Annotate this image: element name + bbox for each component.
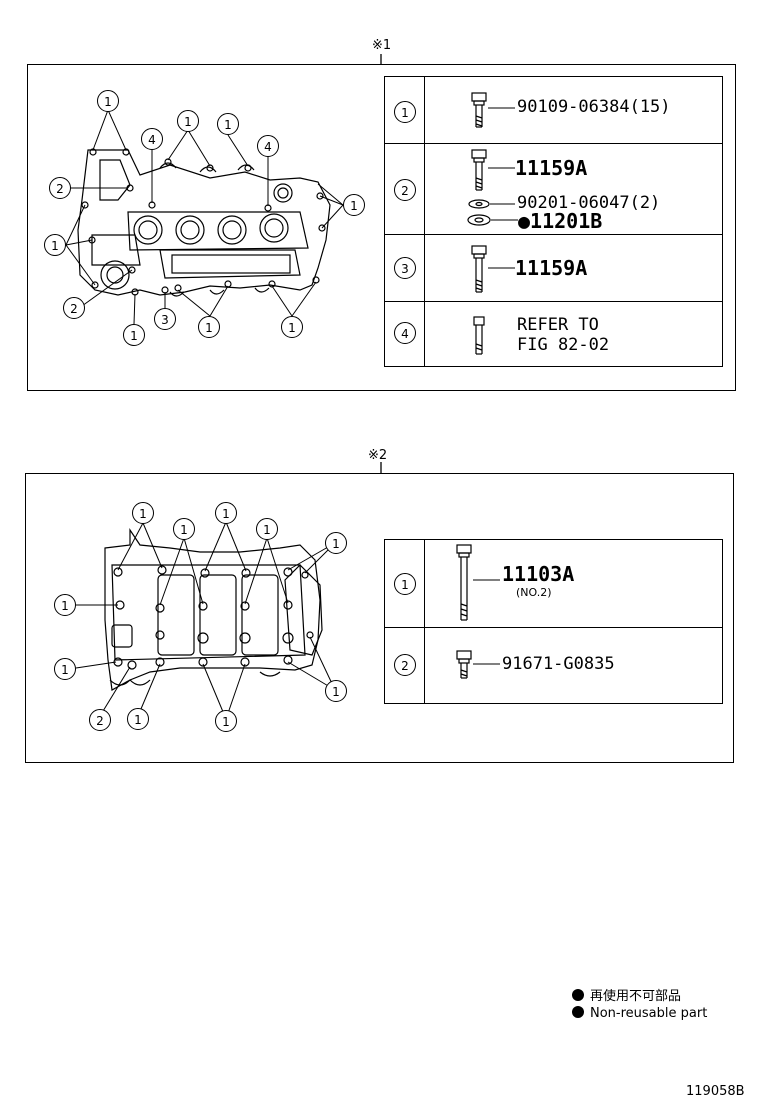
callout-2: 2: [89, 709, 111, 731]
callout-4: 4: [257, 135, 279, 157]
callout-1: 1: [325, 680, 347, 702]
callout-1: 1: [215, 710, 237, 732]
legend-en: Non-reusable part: [572, 1006, 707, 1021]
section1-mark: ※1: [372, 38, 392, 53]
non-reusable-dot-icon: [572, 1006, 584, 1018]
part-number: 11159A: [515, 256, 588, 280]
row-number-2: 2: [394, 654, 416, 676]
row-number-3: 3: [394, 257, 416, 279]
part-number-non-reusable: ●11201B: [518, 209, 603, 233]
callout-1: 1: [97, 90, 119, 112]
section1-panel: [27, 64, 736, 391]
callout-1: 1: [132, 502, 154, 524]
row-number-1: 1: [394, 573, 416, 595]
callout-4: 4: [141, 128, 163, 150]
callout-1: 1: [217, 113, 239, 135]
callout-1: 1: [177, 110, 199, 132]
callout-1: 1: [173, 518, 195, 540]
part-number: 11159A: [515, 156, 588, 180]
section2-mark: ※2: [368, 448, 388, 463]
non-reusable-dot-icon: [572, 989, 584, 1001]
callout-3: 3: [154, 308, 176, 330]
part-sub-label: (NO.2): [516, 586, 552, 599]
row-number-2: 2: [394, 179, 416, 201]
section1-parts-table: [384, 76, 723, 367]
section2-panel: [25, 473, 734, 763]
callout-1: 1: [54, 594, 76, 616]
part-number: 90109-06384(15): [517, 97, 671, 117]
callout-1: 1: [127, 708, 149, 730]
callout-1: 1: [123, 324, 145, 346]
callout-1: 1: [325, 532, 347, 554]
row-number-1: 1: [394, 101, 416, 123]
refer-text: REFER TO: [517, 315, 599, 335]
callout-2: 2: [63, 297, 85, 319]
part-number: 11103A: [502, 562, 575, 586]
callout-1: 1: [281, 316, 303, 338]
part-number: 90201-06047(2): [517, 193, 661, 213]
callout-1: 1: [44, 234, 66, 256]
refer-text: FIG 82-02: [517, 335, 610, 355]
part-number: 91671-G0835: [502, 654, 615, 674]
callout-1: 1: [198, 316, 220, 338]
callout-1: 1: [343, 194, 365, 216]
callout-1: 1: [256, 518, 278, 540]
section2-parts-table: [384, 539, 723, 704]
row-number-4: 4: [394, 322, 416, 344]
callout-1: 1: [54, 658, 76, 680]
legend-jp: 再使用不可部品: [572, 985, 681, 1004]
figure-number: 119058B: [686, 1084, 745, 1099]
callout-2: 2: [49, 177, 71, 199]
callout-1: 1: [215, 502, 237, 524]
